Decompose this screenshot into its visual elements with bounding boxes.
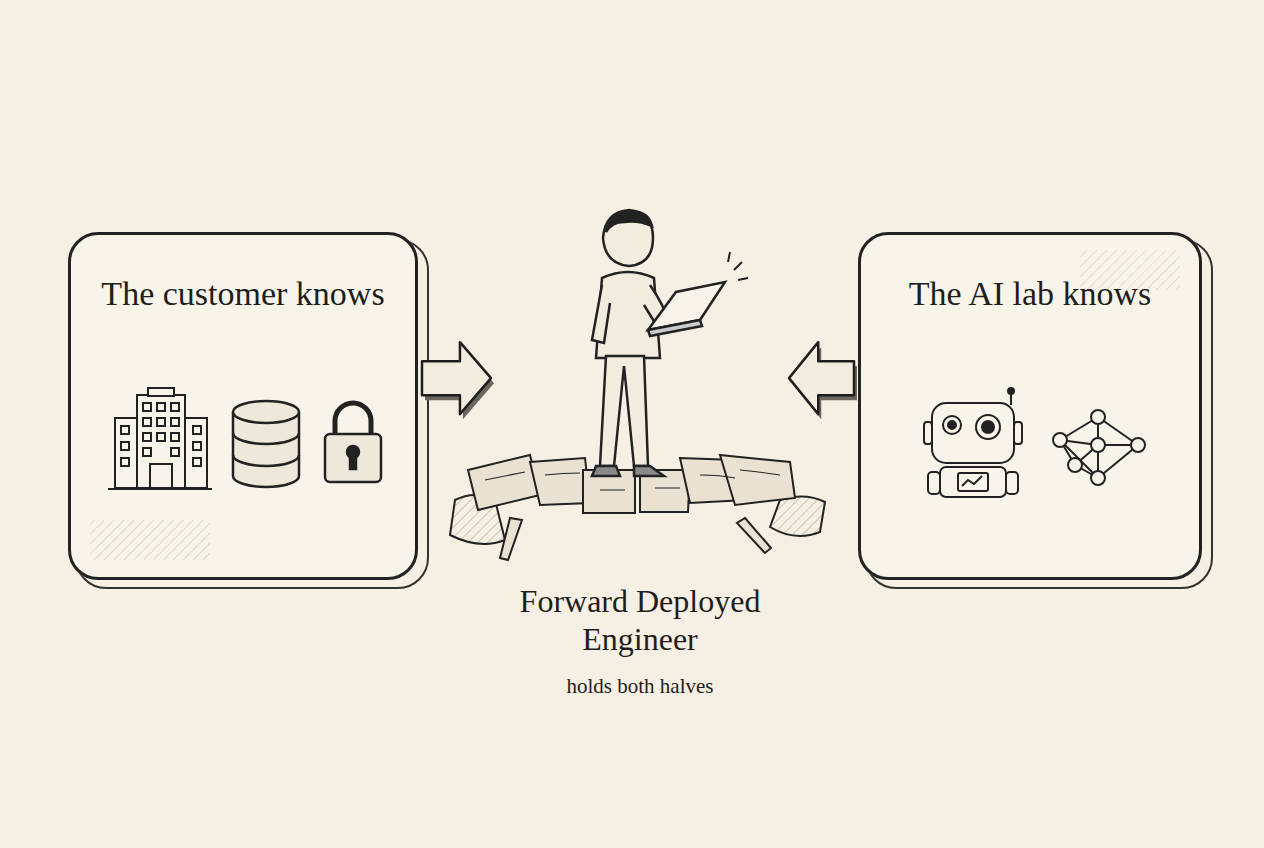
- role-subtitle: holds both halves: [495, 673, 785, 700]
- box-title: The customer knows: [71, 273, 415, 316]
- arrow-body: [422, 342, 491, 414]
- bridge: [450, 455, 825, 560]
- arrow-body: [789, 342, 854, 414]
- network-icon: [1053, 410, 1145, 485]
- lock-icon: [325, 403, 381, 482]
- building-icon: [108, 388, 212, 489]
- robot-icon: [924, 388, 1022, 497]
- box-title: The AI lab knows: [861, 273, 1199, 316]
- block-arrow: [422, 342, 494, 419]
- box-shadow: [68, 232, 1212, 588]
- engineer-figure: [592, 210, 748, 476]
- knowledge-box: The customer knows: [68, 232, 418, 580]
- knowledge-box: The AI lab knows: [858, 232, 1202, 580]
- database-icon: [233, 401, 299, 487]
- role-title: Forward Deployed Engineer: [495, 582, 785, 659]
- engineer-node: Forward Deployed Engineer holds both halv…: [495, 210, 785, 716]
- block-arrow: [789, 342, 857, 419]
